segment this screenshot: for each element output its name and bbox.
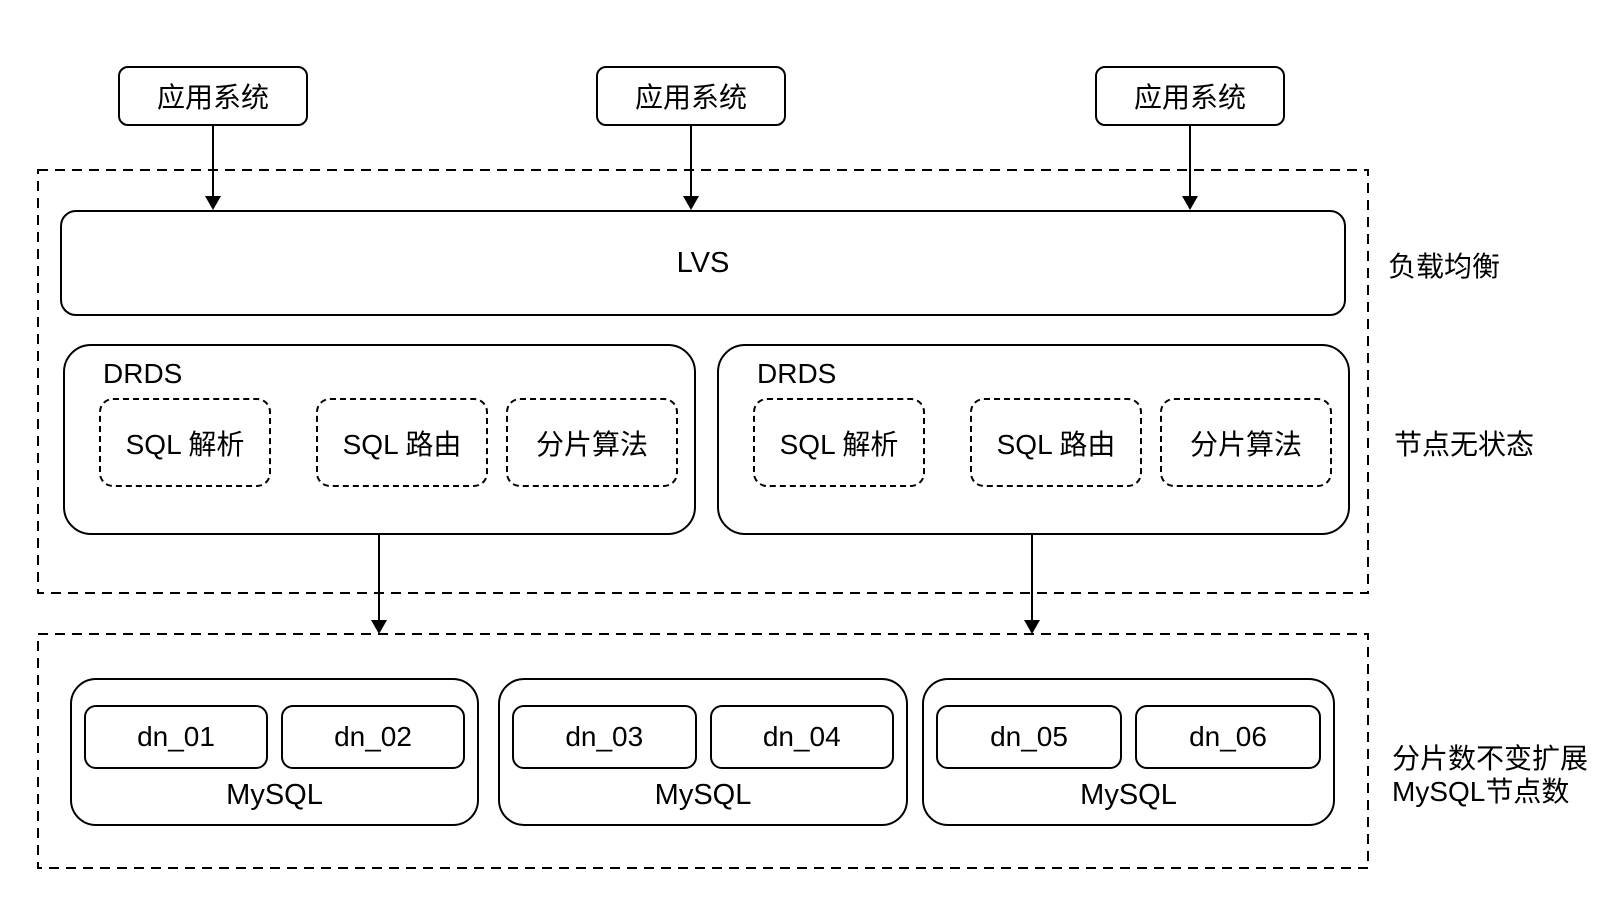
mysql-node-dn-06: dn_06 <box>1135 705 1321 769</box>
data-node-row: dn_01 dn_02 <box>84 705 465 769</box>
app-system-box-1: 应用系统 <box>118 66 308 126</box>
data-node-row: dn_03 dn_04 <box>512 705 894 769</box>
down-arrow-head <box>1182 196 1198 210</box>
drds-box-2: DRDS SQL 解析 SQL 路由 分片算法 <box>717 344 1350 535</box>
drds-module-shard-algorithm: 分片算法 <box>1160 398 1332 487</box>
down-arrow-line <box>212 126 214 198</box>
mysql-group-3: dn_05 dn_06 MySQL <box>922 678 1335 826</box>
module-label: SQL 路由 <box>996 428 1116 460</box>
drds-module-sql-route: SQL 路由 <box>316 398 488 487</box>
down-arrow-head <box>1024 620 1040 634</box>
data-node-label: dn_05 <box>990 721 1068 752</box>
mysql-group-label: MySQL <box>226 779 323 811</box>
down-arrow-head <box>371 620 387 634</box>
annotation-stateless-nodes: 节点无状态 <box>1394 429 1535 460</box>
data-node-label: dn_02 <box>334 721 412 752</box>
module-label: SQL 解析 <box>125 428 245 460</box>
down-arrow-line <box>690 126 692 198</box>
down-arrow-head <box>205 196 221 210</box>
data-node-label: dn_03 <box>565 721 644 752</box>
annotation-load-balancing: 负载均衡 <box>1388 251 1501 282</box>
drds-modules: SQL 解析 SQL 路由 分片算法 <box>753 398 1332 487</box>
app-system-label: 应用系统 <box>1133 82 1246 113</box>
down-arrow-head <box>683 196 699 210</box>
app-system-label: 应用系统 <box>634 82 747 113</box>
drds-module-sql-parse: SQL 解析 <box>99 398 271 487</box>
mysql-group-1: dn_01 dn_02 MySQL <box>70 678 479 826</box>
data-node-label: dn_04 <box>762 721 841 752</box>
module-label: 分片算法 <box>1189 428 1302 460</box>
drds-module-shard-algorithm: 分片算法 <box>506 398 678 487</box>
drds-box-1: DRDS SQL 解析 SQL 路由 分片算法 <box>63 344 696 535</box>
dashed-zone-mysql <box>37 633 1369 869</box>
annotation-scale-line1: 分片数不变扩展 <box>1392 743 1589 774</box>
drds-module-sql-route: SQL 路由 <box>970 398 1142 487</box>
module-label: SQL 路由 <box>342 428 462 460</box>
mysql-group-2: dn_03 dn_04 MySQL <box>498 678 908 826</box>
mysql-node-dn-04: dn_04 <box>709 705 894 769</box>
app-system-box-2: 应用系统 <box>596 66 786 126</box>
app-system-label: 应用系统 <box>156 82 269 113</box>
mysql-node-dn-02: dn_02 <box>281 705 465 769</box>
lvs-label: LVS <box>676 246 730 279</box>
drds-module-sql-parse: SQL 解析 <box>753 398 925 487</box>
data-node-label: dn_06 <box>1189 721 1267 752</box>
annotation-scale-line2: MySQL节点数 <box>1392 776 1570 807</box>
data-node-label: dn_01 <box>137 721 215 752</box>
mysql-group-label: MySQL <box>654 779 752 811</box>
dashed-zone-lvs-drds <box>37 169 1369 594</box>
annotation-scale-mysql-nodes: 分片数不变扩展 MySQL节点数 <box>1392 742 1588 808</box>
mysql-node-dn-03: dn_03 <box>512 705 697 769</box>
module-label: 分片算法 <box>535 428 648 460</box>
down-arrow-line <box>1189 126 1191 198</box>
drds-title: DRDS <box>103 358 183 389</box>
down-arrow-line <box>1031 535 1033 621</box>
mysql-node-dn-01: dn_01 <box>84 705 268 769</box>
drds-modules: SQL 解析 SQL 路由 分片算法 <box>99 398 678 487</box>
app-system-box-3: 应用系统 <box>1095 66 1285 126</box>
mysql-node-dn-05: dn_05 <box>936 705 1122 769</box>
lvs-box: LVS <box>60 210 1346 316</box>
data-node-row: dn_05 dn_06 <box>936 705 1321 769</box>
drds-title: DRDS <box>757 358 837 389</box>
down-arrow-line <box>378 535 380 621</box>
mysql-group-label: MySQL <box>1080 779 1177 811</box>
module-label: SQL 解析 <box>779 428 899 460</box>
